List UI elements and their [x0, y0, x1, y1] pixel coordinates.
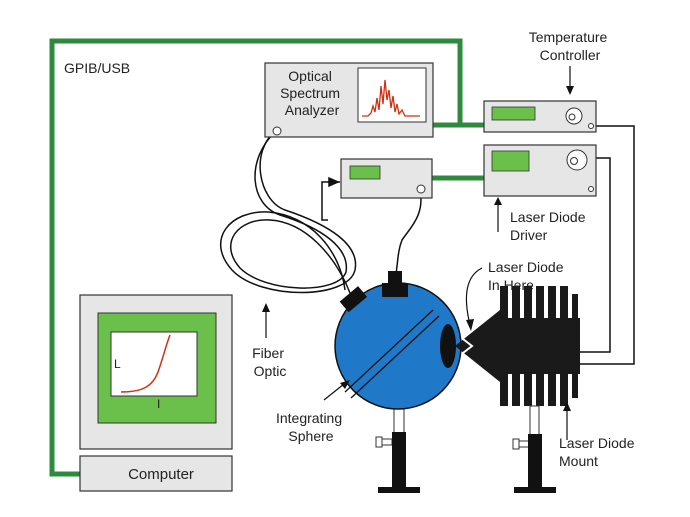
fiber-optic-label-line1: Fiber — [252, 345, 284, 361]
svg-text:Temperature Controller: Temperature Controller — [529, 29, 611, 63]
svg-text:Laser Diode Driver: Laser Diode Driver — [510, 209, 589, 243]
computer-base: Computer — [79, 455, 233, 492]
integrating-sphere-label-line1: Integrating — [276, 410, 342, 426]
control-wires — [321, 125, 635, 365]
laser-diode-mount-label-line1: Laser Diode — [559, 435, 635, 451]
gpib-usb-label: GPIB/USB — [64, 60, 130, 76]
integrating-sphere — [334, 271, 462, 434]
temperature-controller-arrow — [566, 66, 574, 95]
plot-axis-i-label: I — [157, 397, 160, 411]
optical-power-meter — [340, 158, 433, 199]
svg-text:Integrating Sphere: Integrating Sphere — [276, 410, 346, 444]
osa-label-line2: Spectrum — [280, 85, 340, 101]
laser-diode-driver — [483, 144, 597, 197]
laser-diode-mount-arrow — [563, 402, 571, 440]
laser-diode-in-here-arrow — [465, 267, 483, 331]
spectrum-trace — [362, 79, 420, 117]
laser-diode-mount-label-line2: Mount — [559, 453, 598, 469]
integrating-sphere-arrow — [323, 380, 350, 401]
fiber-optic-cable — [219, 130, 422, 294]
fiber-optic-arrow — [262, 303, 270, 338]
gpib-usb-cable — [49, 38, 484, 477]
laser-diode-driver-arrow — [494, 197, 502, 232]
laser-diode-mount — [455, 286, 580, 406]
plot-axis-l-label: L — [114, 357, 121, 371]
osa-label-line1: Optical — [288, 68, 332, 84]
laser-diode-driver-label-line2: Driver — [510, 227, 548, 243]
mount-stand — [512, 405, 556, 493]
svg-text:Laser Diode Mount: Laser Diode Mount — [559, 435, 638, 469]
computer-monitor: L I — [79, 294, 233, 450]
temperature-controller — [483, 100, 597, 133]
laser-diode-in-here-label-line2: In Here — [488, 277, 534, 293]
laser-diode-in-here-label-line1: Laser Diode — [488, 259, 564, 275]
osa-fiber-port — [272, 126, 282, 136]
fiber-optic-label-line2: Optic — [254, 363, 287, 379]
osa-label-line3: Analyzer — [285, 102, 340, 118]
sphere-stand — [375, 432, 420, 493]
svg-text:Laser Diode In Here: Laser Diode In Here — [488, 259, 567, 293]
laser-diode-driver-label-line1: Laser Diode — [510, 209, 586, 225]
integrating-sphere-label-line2: Sphere — [288, 428, 333, 444]
optical-spectrum-analyzer: Optical Spectrum Analyzer — [264, 62, 434, 138]
svg-text:Optical Spectrum A: Optical Spectrum Analyzer — [280, 68, 344, 118]
computer-label: Computer — [128, 466, 194, 483]
temperature-controller-label-line1: Temperature — [529, 29, 608, 45]
temperature-controller-label-line2: Controller — [540, 47, 601, 63]
li-curve — [120, 334, 171, 393]
svg-text:Fiber Optic: Fiber Optic — [252, 345, 288, 379]
